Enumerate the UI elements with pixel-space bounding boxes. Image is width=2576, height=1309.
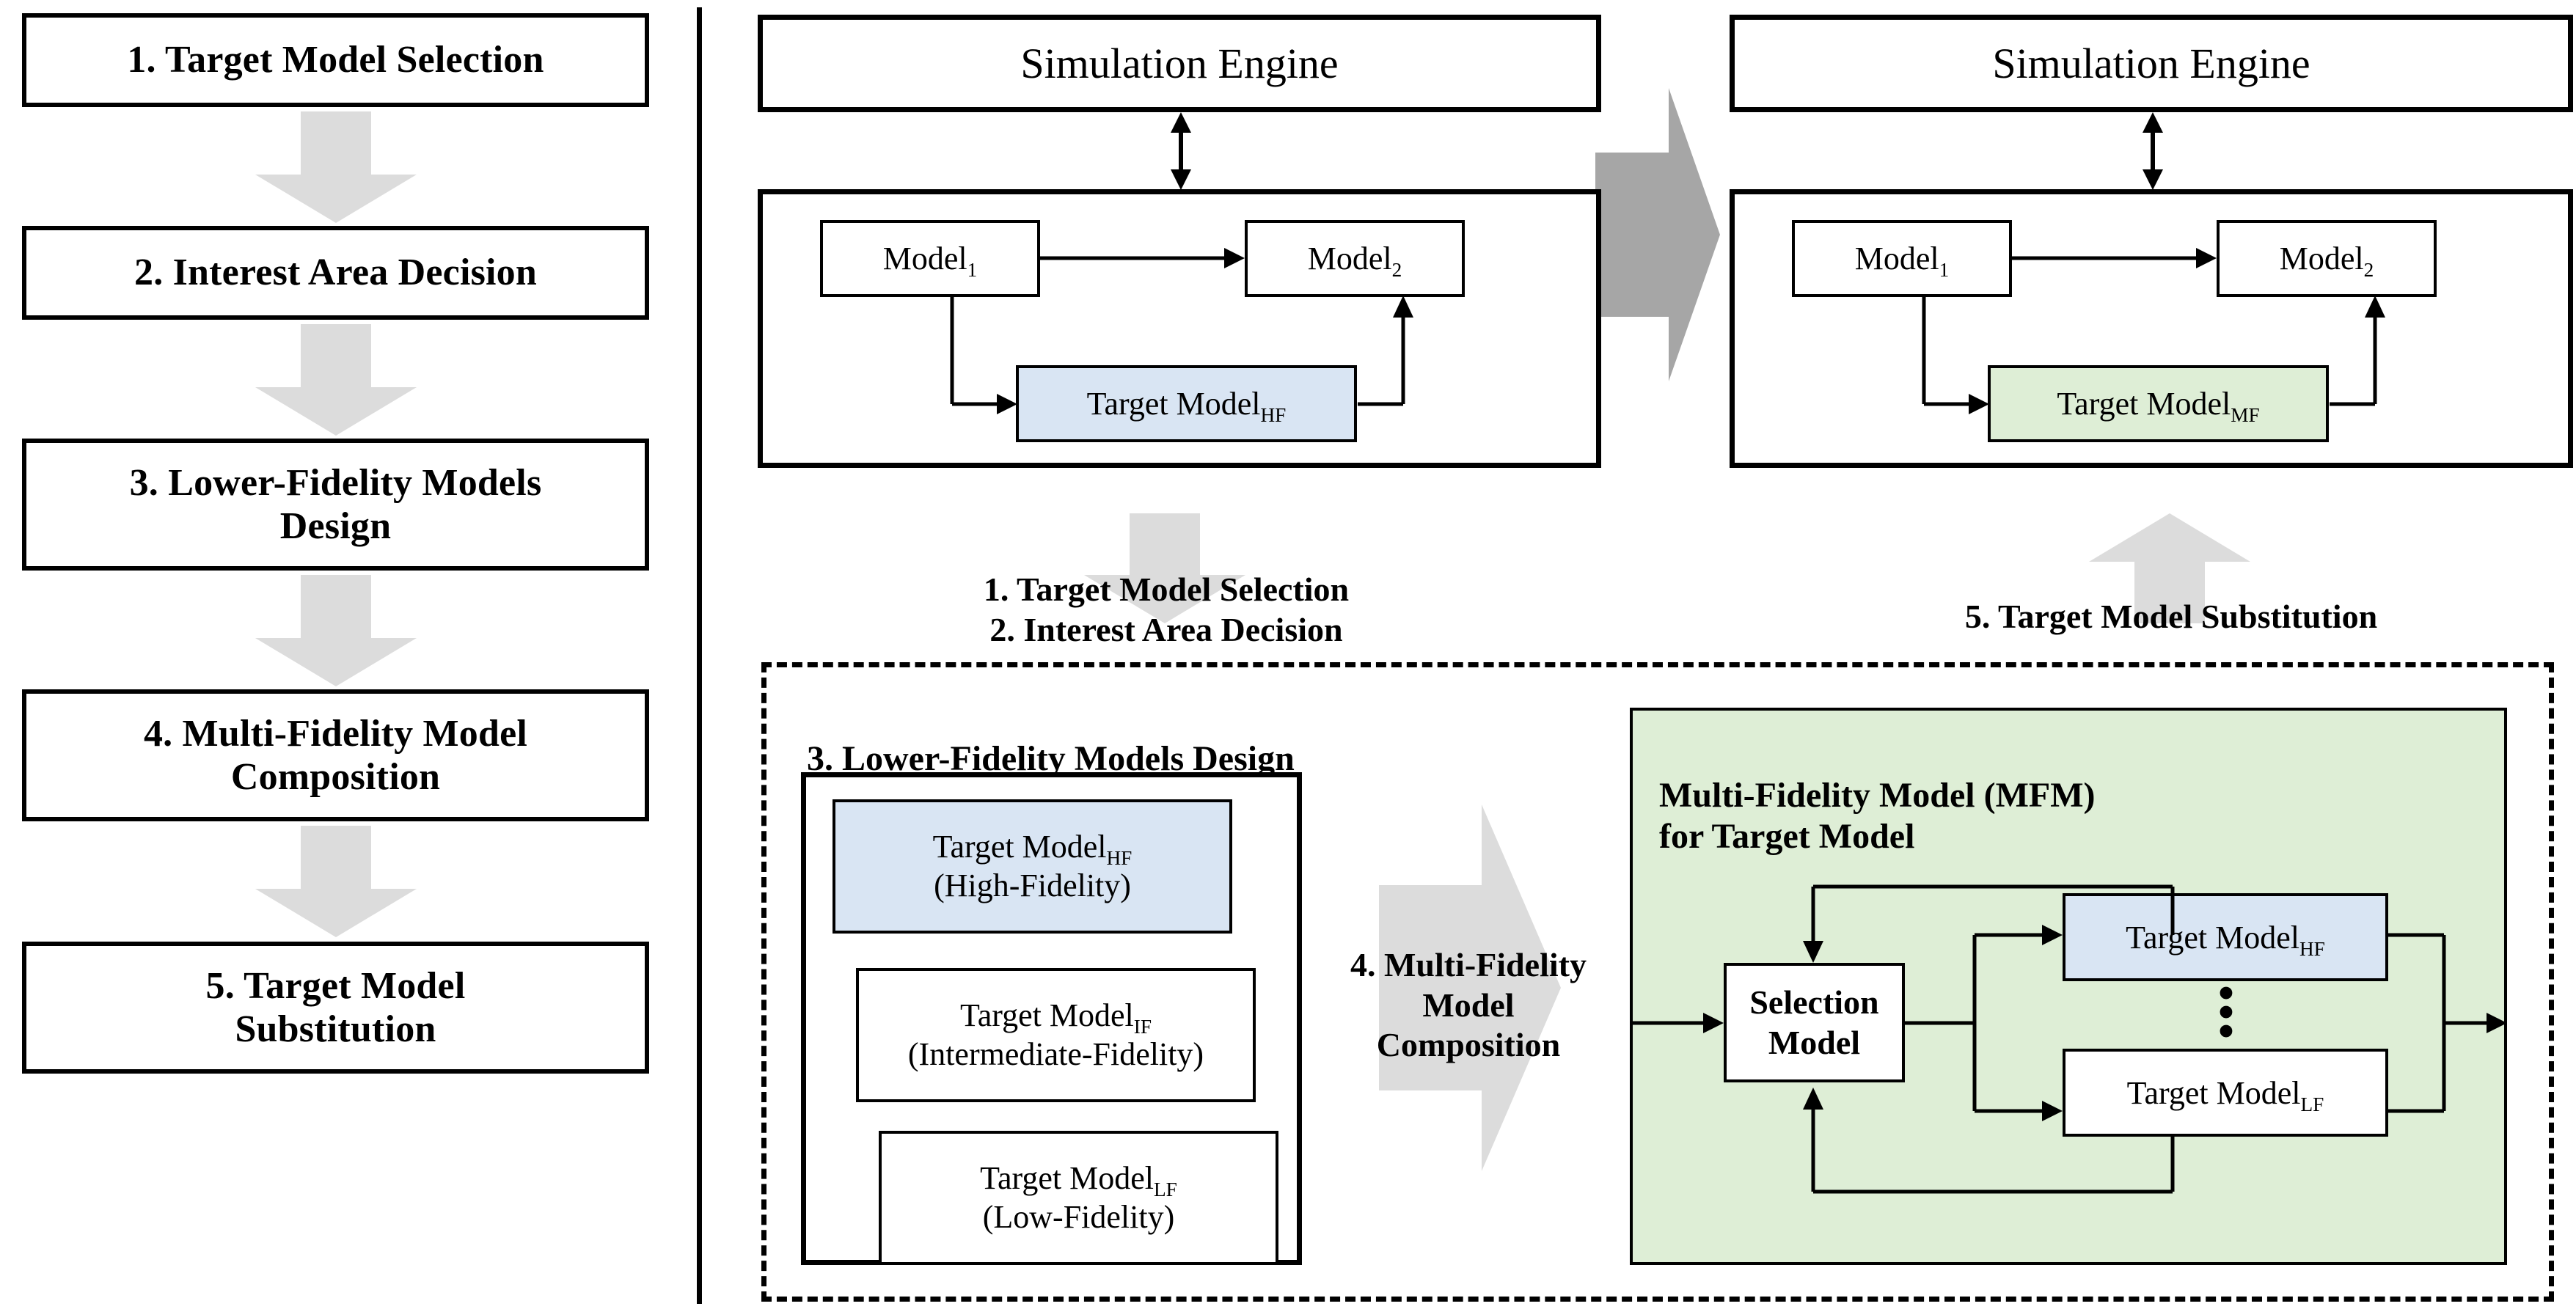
model-1-after-sub: 1: [1939, 258, 1950, 281]
mfm-target-model-lf-label: Target Model: [2126, 1074, 2301, 1111]
model-2-before-label: Model: [1307, 241, 1392, 276]
target-model-hf-listbox: Target ModelHF (High-Fidelity): [833, 799, 1232, 934]
flow-step-3-label: 3. Lower-Fidelity Models Design: [129, 461, 542, 547]
target-model-mf-after: Target ModelMF: [1988, 365, 2329, 442]
flow-step-2: 2. Interest Area Decision: [22, 226, 649, 320]
engine-link-after: [2143, 112, 2163, 190]
mfm-panel-title-label: Multi-Fidelity Model (MFM) for Target Mo…: [1659, 775, 2096, 857]
composition-arrow-caption-label: 4. Multi-Fidelity Model Composition: [1350, 946, 1587, 1063]
target-model-lf-listbox: Target ModelLF (Low-Fidelity): [879, 1131, 1278, 1265]
flow-arrow-2-3: [255, 324, 417, 436]
mfm-target-model-lf-sub: LF: [2300, 1093, 2324, 1115]
flow-step-1-label: 1. Target Model Selection: [127, 39, 544, 81]
target-model-hf-listbox-sub: HF: [1106, 846, 1133, 869]
flow-step-2-label: 2. Interest Area Decision: [134, 252, 537, 294]
flow-step-3: 3. Lower-Fidelity Models Design: [22, 439, 649, 571]
simulation-engine-before: Simulation Engine: [758, 15, 1601, 112]
target-model-hf-listbox-note: (High-Fidelity): [934, 867, 1131, 903]
lower-fidelity-panel-title-label: 3. Lower-Fidelity Models Design: [807, 738, 1295, 778]
target-model-mf-after-label: Target Model: [2057, 386, 2231, 422]
flow-arrow-1-2: [255, 111, 417, 223]
flow-step-4-label: 4. Multi-Fidelity Model Composition: [143, 712, 528, 798]
model-1-before-label: Model: [882, 241, 967, 276]
model-1-before-sub: 1: [967, 258, 978, 281]
flow-step-5-label: 5. Target Model Substitution: [205, 964, 466, 1050]
lower-fidelity-panel-title: 3. Lower-Fidelity Models Design: [807, 697, 1540, 780]
target-model-if-listbox: Target ModelIF (Intermediate-Fidelity): [856, 968, 1256, 1102]
mfm-target-model-lf: Target ModelLF: [2063, 1049, 2388, 1137]
target-model-hf-before: Target ModelHF: [1016, 365, 1357, 442]
model-2-after-sub: 2: [2363, 258, 2374, 281]
mfm-panel-title: Multi-Fidelity Model (MFM) for Target Mo…: [1659, 733, 2319, 858]
transition-arrow-icon: [1595, 88, 1720, 381]
mfm-vertical-ellipsis-icon: • • •: [2218, 969, 2234, 1057]
target-model-hf-before-label: Target Model: [1086, 386, 1261, 422]
flow-arrow-4-5: [255, 826, 417, 937]
model-2-before-sub: 2: [1391, 258, 1402, 281]
mfm-target-model-hf: Target ModelHF: [2063, 893, 2388, 981]
mfm-target-model-hf-label: Target Model: [2126, 919, 2299, 956]
simulation-engine-before-label: Simulation Engine: [1020, 40, 1339, 87]
model-1-after: Model1: [1792, 220, 2012, 297]
engine-link-before: [1171, 112, 1191, 190]
flow-step-5: 5. Target Model Substitution: [22, 942, 649, 1074]
flow-step-1: 1. Target Model Selection: [22, 13, 649, 107]
composition-arrow-caption: 4. Multi-Fidelity Model Composition: [1307, 906, 1630, 1065]
target-model-mf-after-sub: MF: [2231, 403, 2260, 426]
mfm-target-model-hf-sub: HF: [2299, 937, 2325, 960]
model-2-before: Model2: [1245, 220, 1465, 297]
model-1-after-label: Model: [1854, 241, 1939, 276]
target-model-lf-listbox-note: (Low-Fidelity): [982, 1198, 1175, 1235]
simulation-engine-after: Simulation Engine: [1730, 15, 2573, 112]
target-model-if-listbox-sub: IF: [1133, 1015, 1152, 1038]
target-model-hf-listbox-label: Target Model: [932, 828, 1107, 865]
simulation-engine-after-label: Simulation Engine: [1992, 40, 2310, 87]
lower-fidelity-dashed-container: [761, 662, 2554, 1302]
caption-step-5: 5. Target Model Substitution: [1834, 557, 2509, 637]
target-model-hf-before-sub: HF: [1260, 403, 1287, 426]
flow-step-4: 4. Multi-Fidelity Model Composition: [22, 689, 649, 821]
selection-model-box: Selection Model: [1724, 963, 1905, 1082]
caption-steps-1-2: 1. Target Model Selection 2. Interest Ar…: [880, 530, 1452, 650]
model-1-before: Model1: [820, 220, 1040, 297]
caption-steps-1-2-label: 1. Target Model Selection 2. Interest Ar…: [983, 571, 1350, 648]
flow-arrow-3-4: [255, 575, 417, 686]
model-2-after-label: Model: [2279, 241, 2364, 276]
target-model-if-listbox-label: Target Model: [959, 997, 1134, 1033]
selection-model-label: Selection Model: [1749, 983, 1879, 1061]
target-model-lf-listbox-label: Target Model: [980, 1159, 1154, 1196]
target-model-if-listbox-note: (Intermediate-Fidelity): [907, 1035, 1204, 1072]
target-model-lf-listbox-sub: LF: [1154, 1178, 1177, 1200]
panel-divider: [697, 7, 702, 1304]
caption-step-5-label: 5. Target Model Substitution: [1964, 598, 2378, 636]
model-2-after: Model2: [2217, 220, 2437, 297]
